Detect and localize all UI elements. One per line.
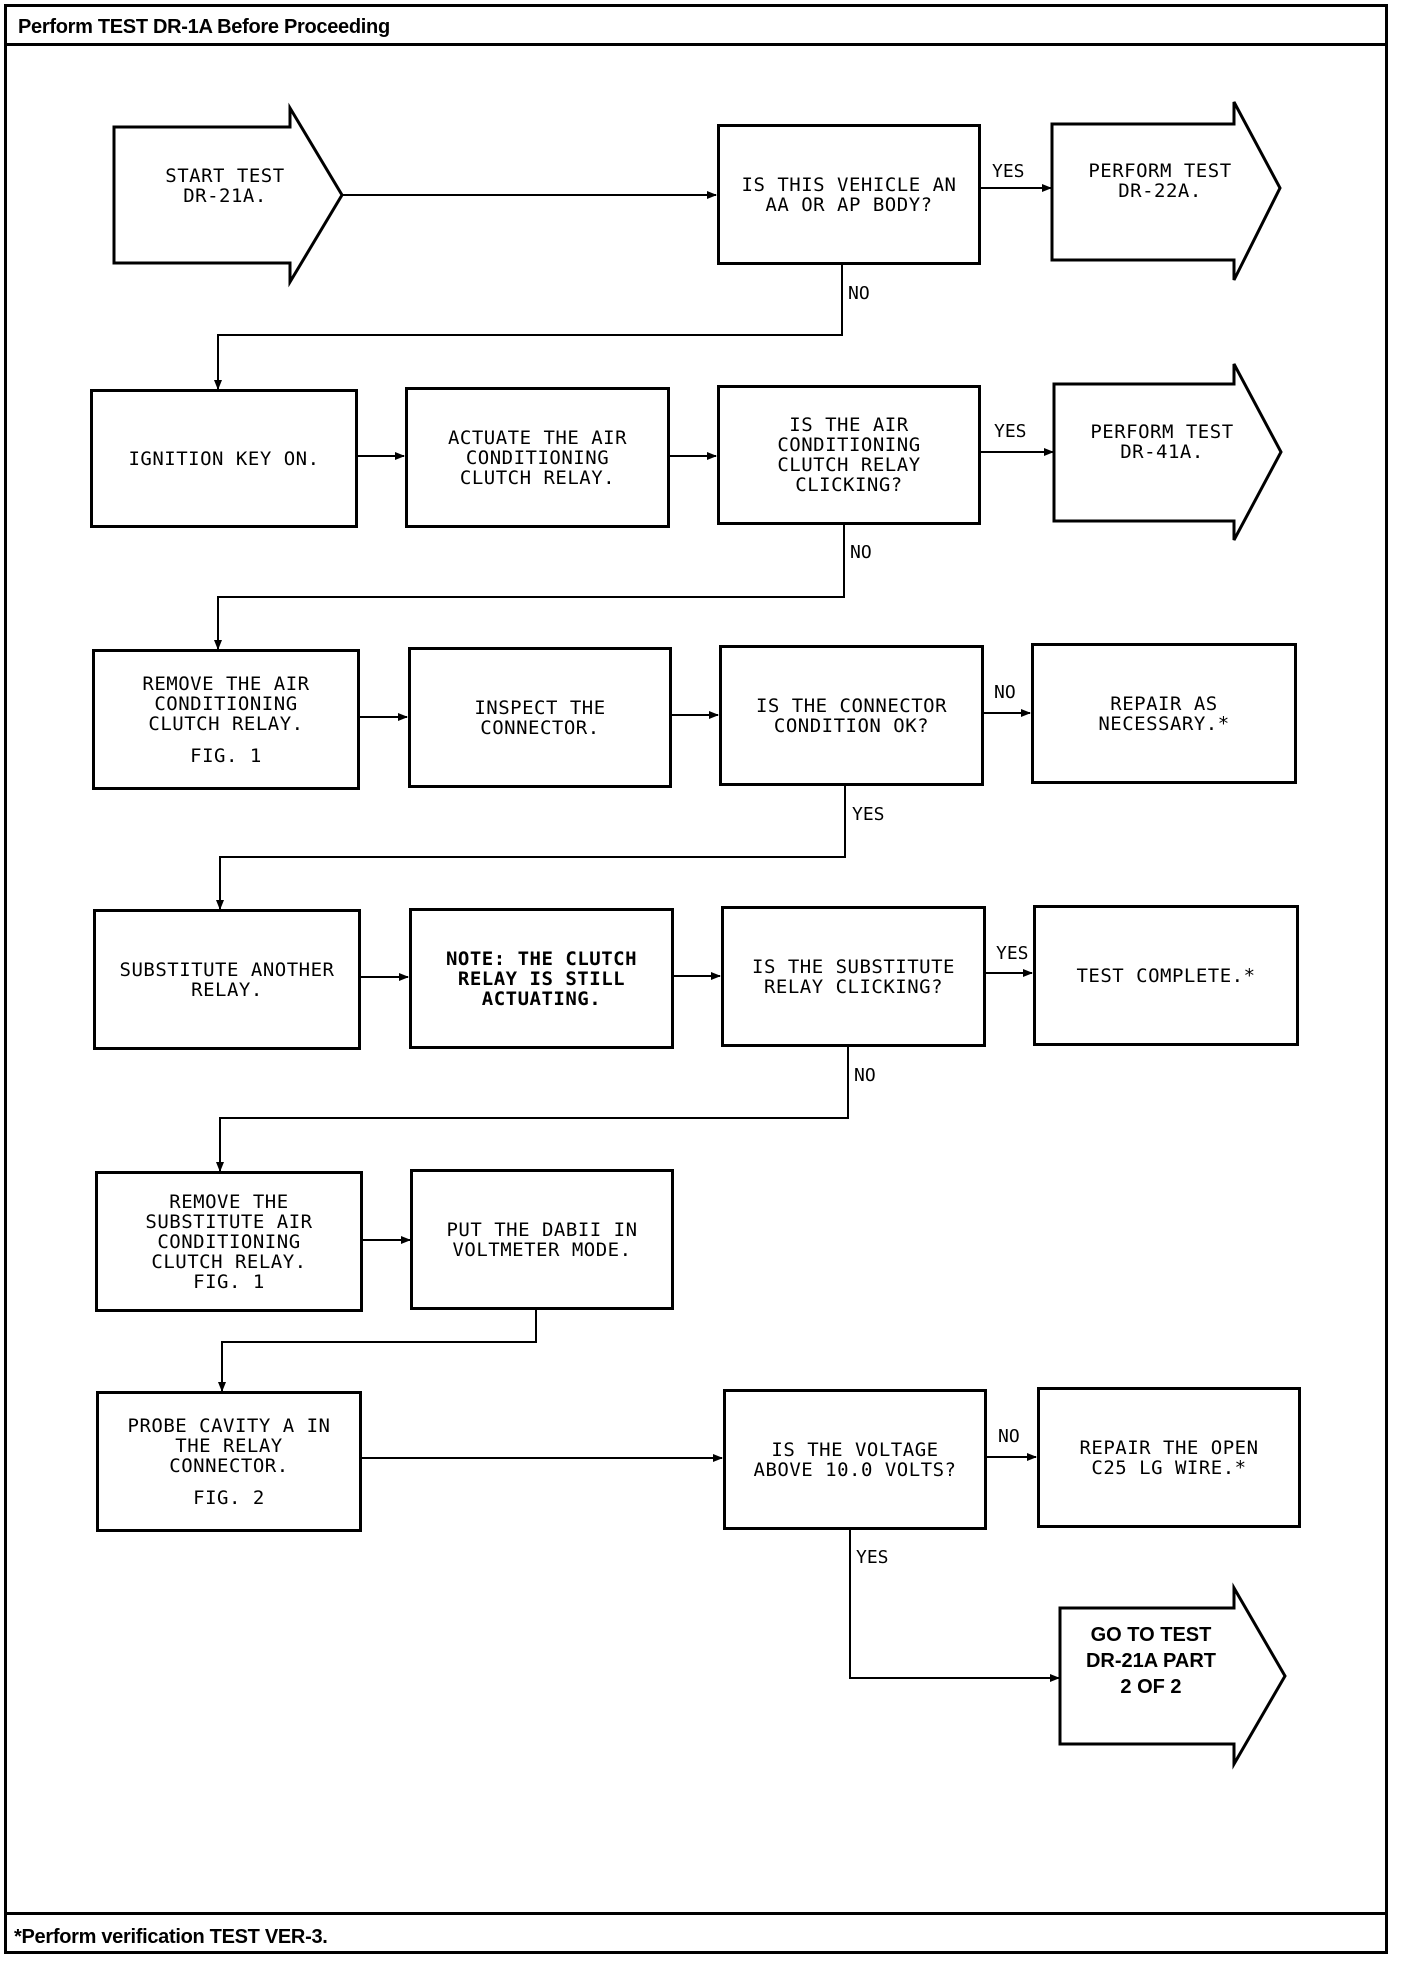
q-vehicle-body: IS THIS VEHICLE AN AA OR AP BODY? — [717, 124, 981, 265]
header-title: Perform TEST DR-1A Before Proceeding — [18, 16, 390, 38]
label-no-clicking: NO — [850, 542, 872, 563]
q-voltage-above-10: IS THE VOLTAGE ABOVE 10.0 VOLTS? — [723, 1389, 987, 1530]
remove-clutch-relay: REMOVE THE AIR CONDITIONING CLUTCH RELAY… — [92, 649, 360, 790]
probe-cavity-a-fig: FIG. 2 — [193, 1486, 265, 1509]
q-connector-ok: IS THE CONNECTOR CONDITION OK? — [719, 645, 984, 786]
goto-arrow-shape — [1058, 1582, 1287, 1770]
label-yes-voltage: YES — [856, 1547, 889, 1568]
label-no-voltage: NO — [998, 1426, 1020, 1447]
label-no-substitute: NO — [854, 1065, 876, 1086]
actuate-clutch-relay: ACTUATE THE AIR CONDITIONING CLUTCH RELA… — [405, 387, 670, 528]
remove-clutch-relay-text: REMOVE THE AIR CONDITIONING CLUTCH RELAY… — [142, 672, 310, 735]
test-complete: TEST COMPLETE.* — [1033, 905, 1299, 1046]
label-yes-dr41a: YES — [994, 421, 1027, 442]
repair-as-necessary: REPAIR AS NECESSARY.* — [1031, 643, 1297, 784]
perform-dr22a-label: PERFORM TEST DR-22A. — [1088, 160, 1232, 202]
label-yes-substitute: YES — [996, 943, 1029, 964]
connector-no-to-remove-relay — [214, 523, 845, 650]
remove-substitute-relay: REMOVE THE SUBSTITUTE AIR CONDITIONING C… — [95, 1171, 363, 1312]
connector-yes-to-goto — [849, 1528, 1060, 1682]
perform-dr41a-label: PERFORM TEST DR-41A. — [1090, 421, 1234, 463]
label-no-connector: NO — [994, 682, 1016, 703]
q-relay-clicking: IS THE AIR CONDITIONING CLUTCH RELAY CLI… — [717, 385, 981, 525]
q-substitute-clicking: IS THE SUBSTITUTE RELAY CLICKING? — [721, 906, 986, 1047]
footer-note: *Perform verification TEST VER-3. — [14, 1926, 328, 1948]
repair-open-wire: REPAIR THE OPEN C25 LG WIRE.* — [1037, 1387, 1301, 1528]
connector-no-to-ignition — [214, 264, 843, 390]
inspect-connector: INSPECT THE CONNECTOR. — [408, 647, 672, 788]
dr41a-arrow-shape — [1052, 363, 1283, 541]
remove-clutch-relay-fig: FIG. 1 — [190, 744, 262, 767]
label-no-body: NO — [848, 283, 870, 304]
dr22a-arrow-shape — [1050, 101, 1282, 281]
remove-substitute-relay-text: REMOVE THE SUBSTITUTE AIR CONDITIONING C… — [145, 1190, 313, 1273]
remove-substitute-relay-fig: FIG. 1 — [193, 1270, 265, 1293]
label-yes-connector: YES — [852, 804, 885, 825]
diagram-frame — [4, 4, 1388, 1954]
header-bar: Perform TEST DR-1A Before Proceeding — [4, 4, 1388, 46]
probe-cavity-a: PROBE CAVITY A IN THE RELAY CONNECTOR. F… — [96, 1391, 362, 1532]
connector-voltmeter-to-probe — [218, 1310, 537, 1392]
substitute-relay: SUBSTITUTE ANOTHER RELAY. — [93, 909, 361, 1050]
start-test-label: START TEST DR-21A. — [165, 165, 285, 207]
footer-divider — [4, 1912, 1388, 1915]
connector-no-to-remove-sub — [216, 1046, 849, 1172]
note-relay-actuating: NOTE: THE CLUTCH RELAY IS STILL ACTUATIN… — [409, 908, 674, 1049]
goto-dr21a-part2-label: GO TO TEST DR-21A PART 2 OF 2 — [1085, 1624, 1216, 1698]
label-yes-dr22a: YES — [992, 161, 1025, 182]
probe-cavity-a-text: PROBE CAVITY A IN THE RELAY CONNECTOR. — [127, 1414, 331, 1477]
ignition-key-on: IGNITION KEY ON. — [90, 389, 358, 528]
dabii-voltmeter-mode: PUT THE DABII IN VOLTMETER MODE. — [410, 1169, 674, 1310]
start-arrow-shape — [112, 102, 344, 288]
connector-yes-to-substitute — [216, 785, 846, 910]
